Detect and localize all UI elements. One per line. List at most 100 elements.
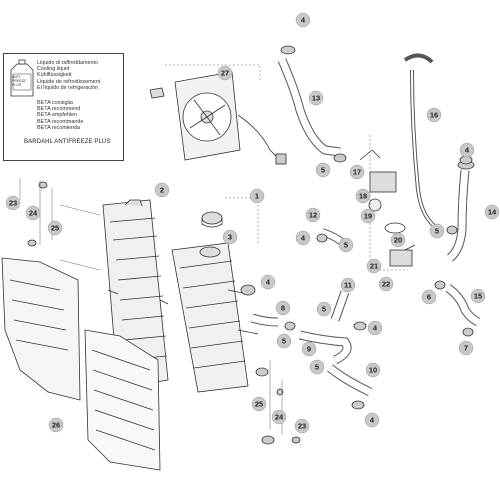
callout-number: 11 bbox=[344, 281, 352, 290]
thermostat-housing-part bbox=[359, 149, 416, 267]
overflow-tube-part bbox=[403, 53, 442, 232]
callout-number: 23 bbox=[298, 422, 306, 431]
callout-circle bbox=[470, 288, 486, 304]
part-callouts: 1234444455555567891011121314151617181920… bbox=[5, 12, 500, 434]
callout-27: 27 bbox=[217, 65, 233, 81]
callout-5: 5 bbox=[316, 301, 332, 317]
callout-circle bbox=[47, 220, 63, 236]
callout-number: 25 bbox=[255, 400, 263, 409]
callout-circle bbox=[276, 333, 292, 349]
callout-number: 16 bbox=[430, 111, 438, 120]
callout-circle bbox=[315, 162, 331, 178]
callout-circle bbox=[426, 107, 442, 123]
callout-14: 14 bbox=[484, 204, 500, 220]
leader-lines bbox=[19, 64, 408, 435]
callout-number: 7 bbox=[464, 344, 468, 353]
callout-number: 23 bbox=[9, 199, 17, 208]
callout-number: 9 bbox=[307, 345, 311, 354]
callout-circle bbox=[48, 417, 64, 433]
callout-13: 13 bbox=[308, 90, 324, 106]
callout-number: 5 bbox=[435, 227, 439, 236]
callout-7: 7 bbox=[458, 340, 474, 356]
callout-circle bbox=[459, 142, 475, 158]
callout-17: 17 bbox=[349, 164, 365, 180]
callout-number: 3 bbox=[228, 233, 232, 242]
callout-number: 26 bbox=[52, 421, 60, 430]
callout-18: 18 bbox=[355, 188, 371, 204]
antifreeze-can-icon bbox=[10, 59, 34, 97]
callout-2: 2 bbox=[154, 182, 170, 198]
callout-number: 14 bbox=[488, 208, 497, 217]
callout-number: 20 bbox=[394, 236, 402, 245]
callout-25: 25 bbox=[251, 396, 267, 412]
callout-circle bbox=[366, 258, 382, 274]
callout-circle bbox=[429, 223, 445, 239]
callout-15: 15 bbox=[470, 288, 486, 304]
callout-circle bbox=[295, 12, 311, 28]
callout-circle bbox=[349, 164, 365, 180]
callout-number: 19 bbox=[364, 212, 372, 221]
callout-number: 6 bbox=[427, 293, 431, 302]
callout-4: 4 bbox=[295, 12, 311, 28]
callout-4: 4 bbox=[459, 142, 475, 158]
callout-circle bbox=[222, 229, 238, 245]
callout-circle bbox=[305, 207, 321, 223]
callout-5: 5 bbox=[338, 237, 354, 253]
callout-number: 8 bbox=[281, 304, 285, 313]
callout-number: 24 bbox=[275, 413, 284, 422]
callout-number: 12 bbox=[309, 211, 317, 220]
callout-25: 25 bbox=[47, 220, 63, 236]
callout-number: 2 bbox=[160, 186, 164, 195]
callout-number: 5 bbox=[344, 241, 348, 250]
callout-circle bbox=[217, 65, 233, 81]
right-radiator-part bbox=[171, 242, 259, 393]
callout-number: 27 bbox=[221, 69, 229, 78]
callout-24: 24 bbox=[25, 205, 41, 221]
callout-11: 11 bbox=[340, 277, 356, 293]
callout-5: 5 bbox=[315, 162, 331, 178]
can-label: ANTI FREEZE PLUS bbox=[12, 75, 26, 87]
radiator-cap-part bbox=[201, 211, 223, 228]
callout-number: 4 bbox=[373, 324, 378, 333]
callout-number: 21 bbox=[370, 262, 378, 271]
callout-circle bbox=[25, 205, 41, 221]
hose-14-part bbox=[446, 160, 475, 262]
callout-number: 15 bbox=[474, 292, 482, 301]
callout-circle bbox=[301, 341, 317, 357]
callout-circle bbox=[271, 409, 287, 425]
callout-4: 4 bbox=[367, 320, 383, 336]
beta-recommend-text: BETA consiglia BETA recommend BETA empfe… bbox=[37, 100, 84, 131]
callout-circle bbox=[390, 232, 406, 248]
callout-circle bbox=[294, 418, 310, 434]
callout-circle bbox=[316, 301, 332, 317]
callout-circle bbox=[5, 195, 21, 211]
callout-1: 1 bbox=[249, 188, 265, 204]
radiator-grille-part bbox=[84, 329, 161, 471]
lower-hoses-part bbox=[250, 228, 481, 397]
coolant-liquid-text: Liquido di raffreddamento Cooling liquid… bbox=[37, 60, 101, 91]
callout-4: 4 bbox=[364, 412, 380, 428]
callout-circle bbox=[367, 320, 383, 336]
callout-10: 10 bbox=[365, 362, 381, 378]
callout-number: 1 bbox=[255, 192, 259, 201]
callout-16: 16 bbox=[426, 107, 442, 123]
callout-21: 21 bbox=[366, 258, 382, 274]
callout-circle bbox=[154, 182, 170, 198]
callout-number: 4 bbox=[266, 278, 271, 287]
callout-number: 18 bbox=[359, 192, 367, 201]
radiator-shroud-part bbox=[1, 257, 81, 401]
callout-number: 13 bbox=[312, 94, 320, 103]
callout-number: 4 bbox=[465, 146, 470, 155]
callout-number: 24 bbox=[29, 209, 38, 218]
callout-22: 22 bbox=[378, 276, 394, 292]
callout-number: 5 bbox=[321, 166, 325, 175]
callout-4: 4 bbox=[295, 230, 311, 246]
callout-circle bbox=[260, 274, 276, 290]
callout-24: 24 bbox=[271, 409, 287, 425]
callout-circle bbox=[251, 396, 267, 412]
callout-5: 5 bbox=[276, 333, 292, 349]
callout-number: 10 bbox=[369, 366, 377, 375]
callout-23: 23 bbox=[294, 418, 310, 434]
callout-number: 5 bbox=[282, 337, 286, 346]
